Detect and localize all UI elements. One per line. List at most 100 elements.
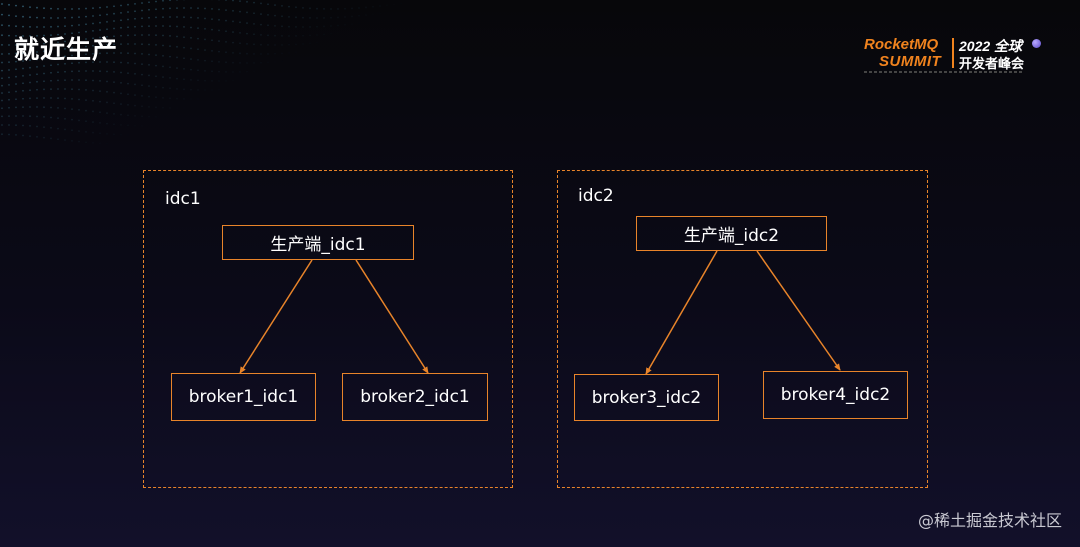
- background-dot: [29, 6, 31, 8]
- background-dot: [29, 43, 31, 46]
- background-dot: [1, 84, 3, 87]
- background-dot: [141, 25, 143, 28]
- background-dot: [43, 88, 45, 91]
- background-dot: [253, 12, 255, 15]
- background-dot: [232, 31, 234, 33]
- background-dot: [155, 25, 157, 27]
- background-dot: [36, 125, 38, 128]
- background-dot: [218, 80, 220, 82]
- background-dot: [162, 44, 164, 47]
- background-dot: [232, 9, 234, 12]
- background-dot: [92, 89, 94, 92]
- background-dot: [78, 7, 80, 10]
- background-dot: [22, 97, 24, 100]
- background-dot: [183, 88, 185, 91]
- background-dot: [1, 13, 3, 16]
- zone-idc2: [557, 170, 928, 488]
- background-dot: [267, 61, 269, 64]
- background-dot: [288, 15, 290, 18]
- background-dot: [57, 117, 59, 120]
- background-dot: [99, 29, 101, 31]
- background-dot: [29, 66, 31, 69]
- background-dot: [36, 58, 38, 61]
- background-dot: [169, 16, 171, 18]
- background-dot: [99, 111, 101, 114]
- background-dot: [99, 100, 101, 103]
- background-dot: [183, 7, 185, 9]
- background-dot: [99, 121, 101, 124]
- background-dot: [43, 72, 45, 75]
- background-dot: [106, 28, 108, 31]
- background-dot: [197, 69, 199, 72]
- background-dot: [78, 140, 80, 143]
- background-dot: [190, 47, 192, 50]
- background-dot: [365, 6, 367, 9]
- background-dot: [50, 34, 52, 37]
- background-dot: [253, 33, 255, 36]
- background-dot: [85, 79, 87, 82]
- background-dot: [134, 94, 136, 96]
- background-dot: [148, 16, 150, 19]
- background-dot: [246, 52, 248, 55]
- background-dot: [106, 6, 108, 8]
- background-dot: [197, 58, 199, 61]
- background-dot: [204, 7, 206, 10]
- background-dot: [218, 29, 220, 32]
- background-dot: [260, 23, 262, 26]
- background-dot: [134, 10, 136, 13]
- background-dot: [64, 25, 66, 28]
- background-dot: [29, 89, 31, 92]
- background-dot: [71, 118, 73, 121]
- background-dot: [155, 106, 157, 109]
- background-dot: [155, 116, 157, 118]
- background-dot: [232, 61, 234, 64]
- background-dot: [141, 63, 143, 66]
- background-dot: [141, 9, 143, 12]
- background-dot: [92, 22, 94, 25]
- background-dot: [78, 119, 80, 122]
- background-dot: [169, 55, 171, 58]
- background-dot: [211, 80, 213, 82]
- background-dot: [22, 43, 24, 46]
- background-dot: [351, 15, 353, 18]
- background-dot: [302, 6, 304, 9]
- background-dot: [239, 62, 241, 64]
- background-dot: [71, 129, 73, 132]
- background-dot: [43, 97, 45, 99]
- background-dot: [127, 93, 129, 96]
- background-dot: [197, 89, 199, 91]
- background-dot: [78, 130, 80, 132]
- background-dot: [246, 0, 248, 3]
- background-dot: [134, 34, 136, 37]
- background-dot: [1, 124, 3, 126]
- background-dot: [211, 8, 213, 10]
- background-dot: [113, 12, 115, 15]
- zone-idc1: [143, 170, 513, 488]
- background-dot: [225, 71, 227, 73]
- logo-brand-line2: SUMMIT: [879, 53, 942, 70]
- background-dot: [8, 69, 10, 71]
- background-dot: [288, 25, 290, 28]
- background-dot: [15, 124, 17, 127]
- background-dot: [176, 16, 178, 18]
- background-dot: [8, 133, 10, 136]
- background-dot: [141, 94, 143, 97]
- background-dot: [36, 106, 38, 108]
- background-dot: [8, 83, 10, 86]
- background-dot: [113, 61, 115, 64]
- edge-producer2-broker4: [756, 250, 841, 371]
- background-dot: [1, 69, 3, 72]
- background-dot: [386, 4, 388, 7]
- background-dot: [85, 53, 87, 56]
- background-dot: [113, 71, 115, 73]
- background-dot: [155, 34, 157, 37]
- background-dot: [204, 59, 206, 62]
- background-dot: [15, 4, 17, 7]
- broker-node-broker2: broker2_idc1: [342, 373, 488, 421]
- background-dot: [211, 28, 213, 31]
- background-dot: [155, 64, 157, 67]
- background-dot: [15, 106, 17, 109]
- background-dot: [106, 13, 108, 16]
- background-dot: [134, 114, 136, 117]
- background-dot: [218, 60, 220, 63]
